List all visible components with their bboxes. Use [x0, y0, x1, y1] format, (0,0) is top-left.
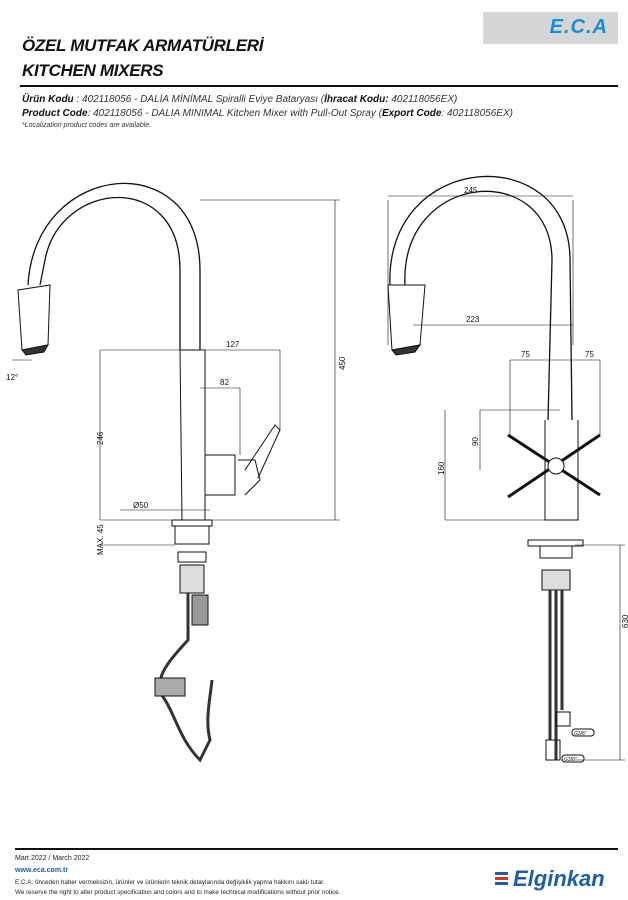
elginkan-logo: Elginkan [495, 866, 605, 892]
dim-max-45: MAX. 45 [96, 524, 105, 555]
dim-90: 90 [471, 437, 480, 446]
footer-divider [15, 848, 618, 850]
front-dimensions: 245 223 75 75 90 160 630 G3/8" G3/8" [437, 186, 628, 763]
title-tr: ÖZEL MUTFAK ARMATÜRLERİ [22, 36, 264, 55]
divider [20, 85, 618, 87]
dim-angle: 12° [6, 373, 18, 382]
dim-75-left: 75 [521, 350, 530, 359]
connection-label-1: G3/8" [574, 731, 587, 737]
connection-label-2: G3/8" [564, 757, 577, 763]
dim-82: 82 [220, 378, 229, 387]
footer-url[interactable]: www.eca.com.tr [15, 867, 69, 874]
product-code-tr: Ürün Kodu : 402118056 - DALİA MİNİMAL Sp… [22, 94, 458, 105]
dim-450: 450 [338, 356, 347, 370]
footer-date: Mart 2022 / March 2022 [15, 855, 90, 862]
disclaimer-tr: E.C.A. önceden haber vermeksizin, ürünle… [15, 879, 325, 886]
eca-logo: E.C.A [483, 12, 618, 44]
side-view [12, 182, 340, 763]
dim-127: 127 [226, 340, 240, 349]
title-en: KITCHEN MIXERS [22, 61, 164, 80]
dim-diameter: Ø50 [133, 501, 149, 510]
dim-160: 160 [437, 461, 446, 475]
disclaimer-en: We reserve the right to alter product sp… [15, 889, 341, 896]
localization-note: *Localization product codes are availabl… [22, 122, 152, 129]
dim-223: 223 [466, 315, 480, 324]
product-code-en: Product Code: 402118056 - DALIA MINIMAL … [22, 108, 513, 119]
dim-630: 630 [621, 614, 628, 628]
front-view [387, 175, 625, 763]
side-dimensions: 12° 127 82 246 450 Ø50 MAX. 45 [6, 340, 347, 555]
dim-75-right: 75 [585, 350, 594, 359]
elginkan-mark-icon [495, 872, 508, 885]
dim-245: 245 [464, 186, 478, 195]
dim-246: 246 [96, 431, 105, 445]
